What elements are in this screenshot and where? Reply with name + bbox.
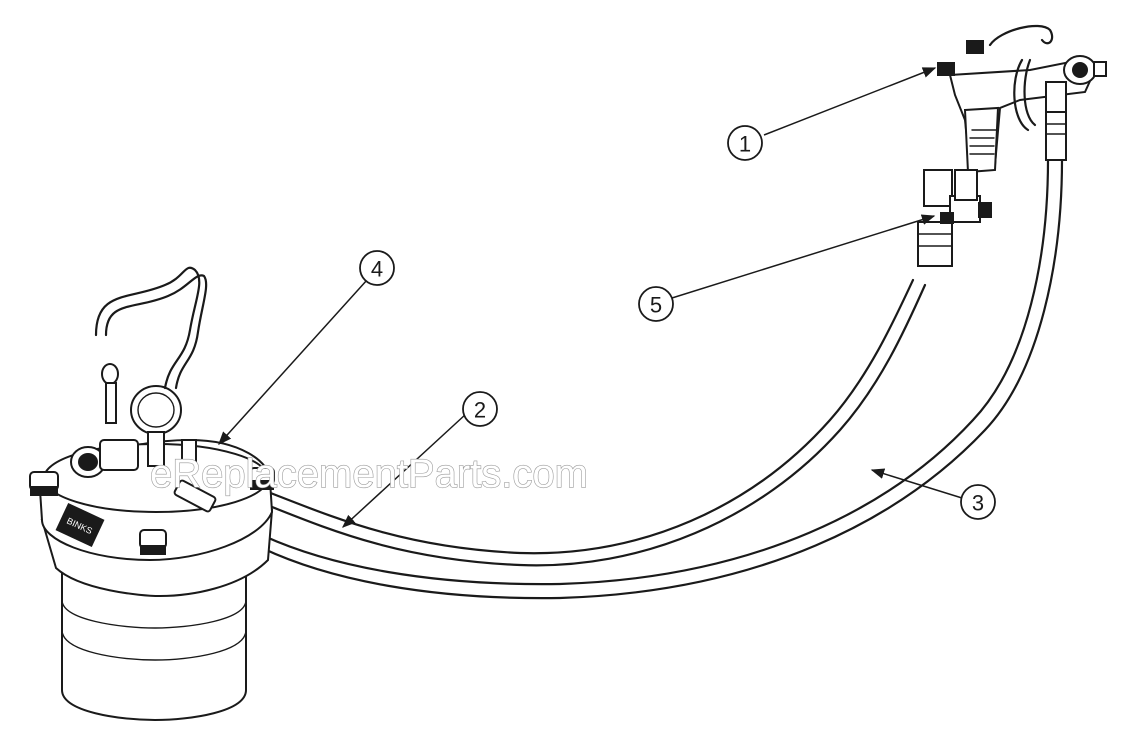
lid-clamp-knob: [249, 467, 275, 490]
safety-valve: [101, 363, 119, 424]
callout-3: 3: [960, 484, 996, 520]
callout-2: 2: [462, 391, 498, 427]
callout-2-label: 2: [474, 398, 486, 423]
air-adjusting-valve: [917, 169, 992, 267]
callout-5-label: 5: [650, 293, 662, 318]
lid-clamp-knob: [29, 471, 59, 496]
callout-1: 1: [727, 125, 763, 161]
callout-5: 5: [638, 286, 674, 322]
watermark-text: eReplacementParts.com: [150, 452, 588, 496]
air-hose: [260, 158, 1064, 600]
leader-lines: [218, 67, 963, 528]
pressure-tank: BINKS: [29, 266, 275, 722]
callout-3-label: 3: [972, 491, 984, 516]
regulator-knob: [70, 439, 139, 478]
lid-clamp-knob: [139, 529, 167, 555]
callout-4-label: 4: [371, 257, 383, 282]
fluid-hose: [260, 278, 927, 567]
callout-1-label: 1: [739, 132, 751, 157]
fluid-outlet-fitting: [173, 439, 217, 513]
pressure-gauge: [130, 385, 182, 467]
callout-4: 4: [359, 250, 395, 286]
spray-gun: [937, 25, 1107, 174]
